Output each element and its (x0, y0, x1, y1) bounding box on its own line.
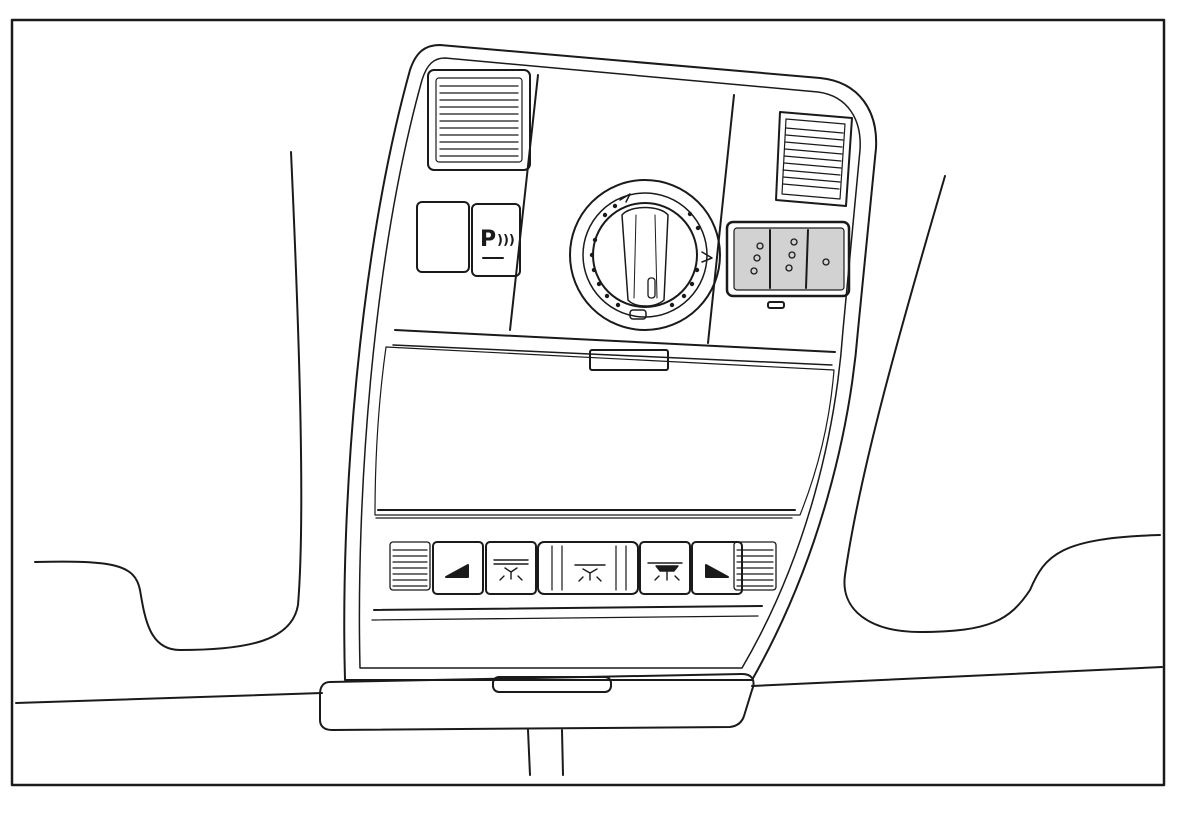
reading-light-left-icon (445, 564, 469, 578)
interior-light-icon (493, 559, 529, 581)
lower-trim-line-2 (371, 615, 759, 621)
sunglasses-compartment[interactable] (374, 346, 835, 516)
interior-light-button[interactable] (485, 541, 537, 595)
switch-indicator-dots (750, 238, 830, 275)
right-pillar-line (843, 175, 1161, 633)
figure-frame (10, 18, 1166, 787)
interior-light-off-button[interactable] (639, 541, 691, 595)
reading-light-right-button[interactable] (691, 541, 743, 595)
strip-left-slats (392, 549, 428, 587)
dial-arrow-icon (619, 193, 631, 203)
left-air-vent[interactable] (427, 69, 531, 171)
compartment-latch[interactable] (589, 349, 669, 371)
left-vent-slats (439, 85, 519, 157)
park-button-label: P (480, 227, 496, 252)
mirror-base (319, 673, 755, 731)
interior-light-off-icon (647, 562, 683, 581)
interior-light-center-button[interactable] (537, 541, 639, 595)
mirror-stem-left (527, 729, 531, 776)
upper-panel-base (394, 329, 836, 353)
park-assist-button[interactable] (471, 203, 521, 277)
light-button-strip (389, 541, 777, 591)
dial-side-icon (701, 251, 713, 263)
right-air-vent[interactable] (775, 111, 853, 207)
console-housing (343, 44, 878, 681)
upper-panel-divider (509, 74, 539, 331)
dial-bottom-icon (629, 309, 647, 320)
dial-tick-marks (589, 203, 701, 308)
headliner-edge-line (15, 692, 323, 704)
left-pillar-line (34, 151, 303, 651)
lower-trim-line (373, 605, 763, 611)
upper-panel-base-2 (392, 344, 833, 366)
upper-panel-divider-right (707, 94, 735, 344)
right-vent-slats (782, 127, 844, 190)
headliner-edge-line-right (751, 666, 1163, 687)
switch-block-indicator (767, 301, 785, 309)
reading-light-left-button[interactable] (432, 541, 484, 595)
roof-switch-block[interactable] (725, 220, 851, 298)
interior-light-center-icon (574, 564, 606, 582)
blank-button[interactable] (416, 201, 470, 273)
mirror-stem-right (561, 729, 564, 776)
climate-dial[interactable] (569, 179, 721, 331)
reading-light-right-icon (705, 564, 729, 578)
console-inner-edge (358, 57, 861, 669)
mirror-base-latch[interactable] (492, 676, 612, 693)
park-button-wave: ))) (497, 233, 515, 248)
